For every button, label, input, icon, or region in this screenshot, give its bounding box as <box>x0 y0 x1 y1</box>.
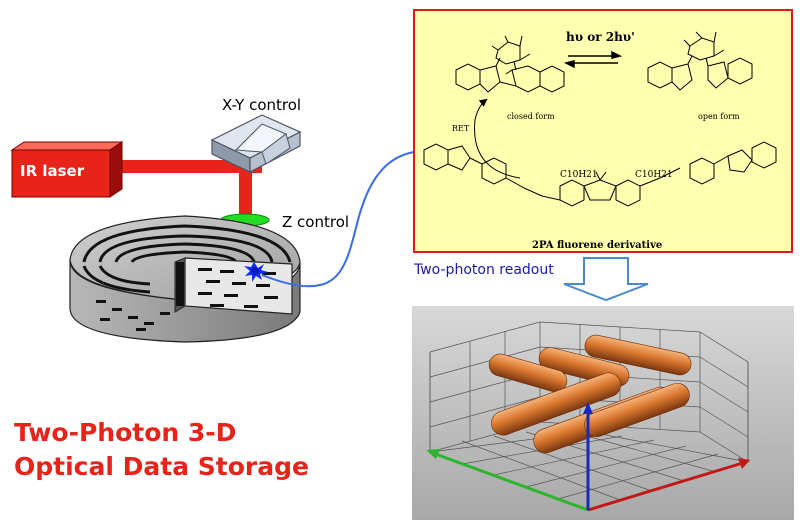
ir-laser <box>10 141 124 198</box>
open-form-label: open form <box>698 112 740 121</box>
readout-arrow <box>563 257 649 302</box>
equilibrium-arrows <box>563 50 623 69</box>
xy-scanning-mirror <box>210 114 302 173</box>
focal-spot <box>244 262 268 282</box>
plot-axis-red <box>587 460 747 512</box>
optical-disk <box>69 215 301 343</box>
fluorene-derivative-caption: 2PA fluorene derivative <box>532 240 663 251</box>
plot-axis-green <box>429 450 589 512</box>
laser-beam-vertical <box>239 160 252 216</box>
chemistry-panel <box>413 9 793 253</box>
photon-label: hυ or 2hυ' <box>566 30 635 44</box>
title-line-1: Two-Photon 3-D <box>14 418 237 447</box>
alkyl-chain-label-1: C10H21 <box>560 170 598 180</box>
molecule-open-form <box>647 31 753 91</box>
plot-axis-green-arrowhead <box>426 449 440 459</box>
ir-laser-label: IR laser <box>20 162 85 180</box>
xy-control-label: X-Y control <box>222 96 302 114</box>
readout-signal-curve <box>261 151 415 288</box>
plot-axis-blue-arrowhead <box>583 402 593 414</box>
z-control-label: Z control <box>282 213 350 231</box>
plot-axis-red-arrowhead <box>738 458 750 469</box>
two-photon-readout-label: Two-photon readout <box>414 262 554 278</box>
title-line-2: Optical Data Storage <box>14 452 309 481</box>
ret-label: RET <box>452 124 470 133</box>
molecule-fluorene-derivative <box>423 141 777 207</box>
molecule-closed-form <box>455 35 565 93</box>
closed-form-label: closed form <box>507 112 555 121</box>
alkyl-chain-label-2: C10H21 <box>635 170 673 180</box>
laser-beam-horizontal <box>120 160 262 173</box>
data-bit-tubes-lower <box>491 372 690 454</box>
ret-arrow <box>474 98 521 179</box>
